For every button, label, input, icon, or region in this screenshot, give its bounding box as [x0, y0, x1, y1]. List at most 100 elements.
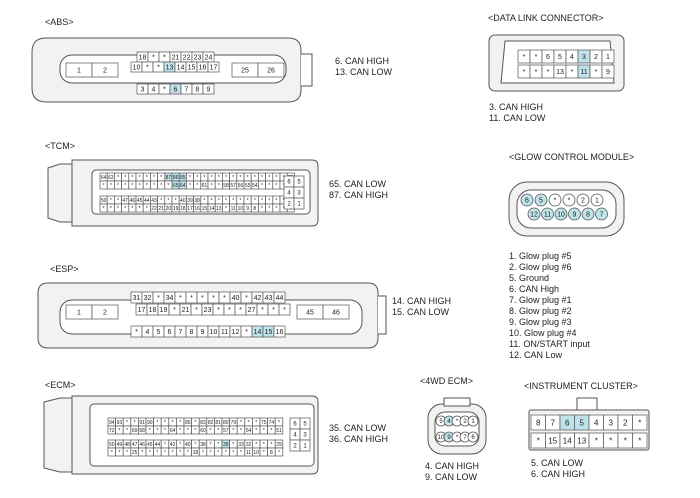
tcm-row1-pin-label: * — [153, 175, 155, 181]
esp-row2-pin-label: * — [228, 307, 231, 314]
tcm-row1-pin-label: * — [196, 175, 198, 181]
ecm-row3-pin-label: * — [164, 442, 166, 448]
ecm-row2-pin-label: * — [255, 428, 257, 434]
abs-latch — [301, 53, 313, 87]
esp-row2-pin-label: * — [195, 307, 198, 314]
glow-top-pin-label: 6 — [525, 198, 529, 205]
dlc-row1-pin-label: 3 — [582, 54, 586, 61]
ecm-row2-pin-label: 57 — [223, 428, 229, 434]
esp-row2-pin — [278, 303, 291, 316]
tcm-row2-pin-label: * — [160, 183, 162, 189]
ecm-row1-pin-label: 79 — [231, 420, 237, 426]
abs-row1-pin-label: 24 — [205, 55, 213, 62]
tcm-row3-pin-label: * — [117, 198, 119, 204]
esp-row2-pin-label: 18 — [149, 307, 157, 314]
ecm-row4-pin-label: 10 — [253, 450, 259, 456]
tcm-row3-pin-label: 45 — [137, 198, 143, 204]
ecm-row1-pin-label: * — [179, 420, 181, 426]
ecm-row1-pin-label: * — [126, 420, 128, 426]
tcm-side-pin-label: 1 — [297, 202, 301, 208]
tcm-row2-pin-label: * — [218, 183, 220, 189]
esp-row2-pin-label: 19 — [160, 307, 168, 314]
ecm-row3-pin-label: 33 — [238, 442, 244, 448]
tcm-row1-pin-label: * — [124, 175, 126, 181]
glow-bottom-pin — [527, 207, 541, 221]
ecm-row4-pin-label: * — [179, 450, 181, 456]
abs-row3-pin — [202, 83, 215, 95]
tcm-row4-pin-label: * — [139, 206, 141, 212]
dlc-row1-pin-label: 4 — [570, 54, 574, 61]
tcm-row3-pin-label: * — [239, 198, 241, 204]
ecm-row1-pin-label: 74 — [269, 420, 275, 426]
cluster-row1-pin-label: 6 — [565, 418, 570, 427]
tcm-row2-pin-label: 64 — [180, 183, 186, 189]
dlc-row2-pin-label: * — [535, 69, 538, 76]
dlc-row1-pin-label: 1 — [606, 54, 610, 61]
ecm-row1-pin-label: 94 — [109, 420, 115, 426]
ecm-row3-pin-label: * — [232, 442, 234, 448]
cluster-row2-pin-label: 15 — [548, 436, 557, 445]
tcm-row3-pin-label: * — [218, 198, 220, 204]
cluster-row1-pin-label: 3 — [609, 418, 614, 427]
tcm-row3-pin-label: * — [203, 198, 205, 204]
esp-row3-pin-label: 6 — [168, 329, 172, 336]
ecm-side-pin — [299, 439, 311, 452]
esp-row3-pin-label: 9 — [201, 329, 205, 336]
glow-note-7: 7. Glow plug #1 — [509, 295, 572, 305]
ecm-row3-pin-label: * — [270, 442, 272, 448]
esp-row3-pin-label: * — [245, 329, 248, 336]
tcm-row3-pin-label: 38 — [194, 198, 200, 204]
fwd-bottom-pin-label: * — [456, 435, 459, 441]
tcm-row3-pin-label: * — [167, 198, 169, 204]
glow-note-2: 2. Glow plug #6 — [509, 262, 572, 272]
dlc-title: <DATA LINK CONNECTOR> — [488, 13, 604, 23]
dlc-row2-pin — [601, 64, 615, 79]
cluster-row2-pin-label: 14 — [563, 436, 572, 445]
tcm-row3-pin-label: * — [232, 198, 234, 204]
abs-row3-pin-label: 6 — [174, 87, 178, 94]
ecm-row1-pin-label: 82 — [208, 420, 214, 426]
cluster-row2-pin-label: * — [609, 436, 612, 445]
glow-bottom-pin — [595, 207, 608, 221]
tcm-row2-pin-label: 65 — [173, 183, 179, 189]
tcm-row1-pin-label: * — [232, 175, 234, 181]
esp-row1-pin-label: 42 — [254, 295, 262, 302]
ecm-row4-pin-label: 18 — [193, 450, 199, 456]
tcm-row4-pin-label: 14 — [209, 206, 215, 212]
ecm-row2-pin-label: 60 — [200, 428, 206, 434]
tcm-row4-pin-label: * — [110, 206, 112, 212]
tcm-row3-pin-label: 44 — [144, 198, 150, 204]
tcm-row3-pin-label: * — [275, 198, 277, 204]
dlc-row2-pin-label: * — [571, 69, 574, 76]
tcm-note-can-high: 87. CAN HIGH — [329, 190, 389, 200]
esp-left-pin — [91, 304, 119, 320]
esp-note-can-high: 14. CAN HIGH — [392, 296, 452, 306]
cluster-title: <INSTRUMENT CLUSTER> — [524, 381, 638, 391]
fwd-top-pin-label: 5 — [439, 419, 443, 425]
tcm-row4-pin-label: * — [225, 206, 227, 212]
dlc-row2-pin-label: * — [547, 69, 550, 76]
tcm-row3-pin-label: * — [261, 198, 263, 204]
esp-row3-pin-label: 10 — [210, 329, 218, 336]
esp-row2-pin-label: * — [283, 307, 286, 314]
dlc-row2-pin-label: 13 — [556, 69, 564, 76]
dlc-row1-pin-label: 5 — [558, 54, 562, 61]
tcm-row1-pin-label: 87 — [166, 175, 172, 181]
abs-row2-pin-label: 13 — [166, 65, 174, 72]
esp-row2-pin-label: 27 — [248, 307, 256, 314]
ecm-row3-pin-label: * — [263, 442, 265, 448]
tcm-row4-pin-label: * — [261, 206, 263, 212]
glow-top-pin — [520, 193, 534, 207]
abs-left-pin-label: 2 — [103, 68, 107, 75]
tcm-row1-pin-label: * — [218, 175, 220, 181]
cluster-row2-pin-label: * — [624, 436, 627, 445]
abs-row3-pin-label: 7 — [185, 87, 189, 94]
ecm-row4-pin-label: * — [187, 450, 189, 456]
cluster-latch — [576, 397, 598, 411]
ecm-row4-pin-label: * — [217, 450, 219, 456]
fwd-top-pin — [467, 415, 479, 427]
tcm-row2-pin-label: * — [167, 183, 169, 189]
ecm-row3-pin-label: * — [179, 442, 181, 448]
glow-note-12: 12. CAN Low — [509, 350, 563, 360]
